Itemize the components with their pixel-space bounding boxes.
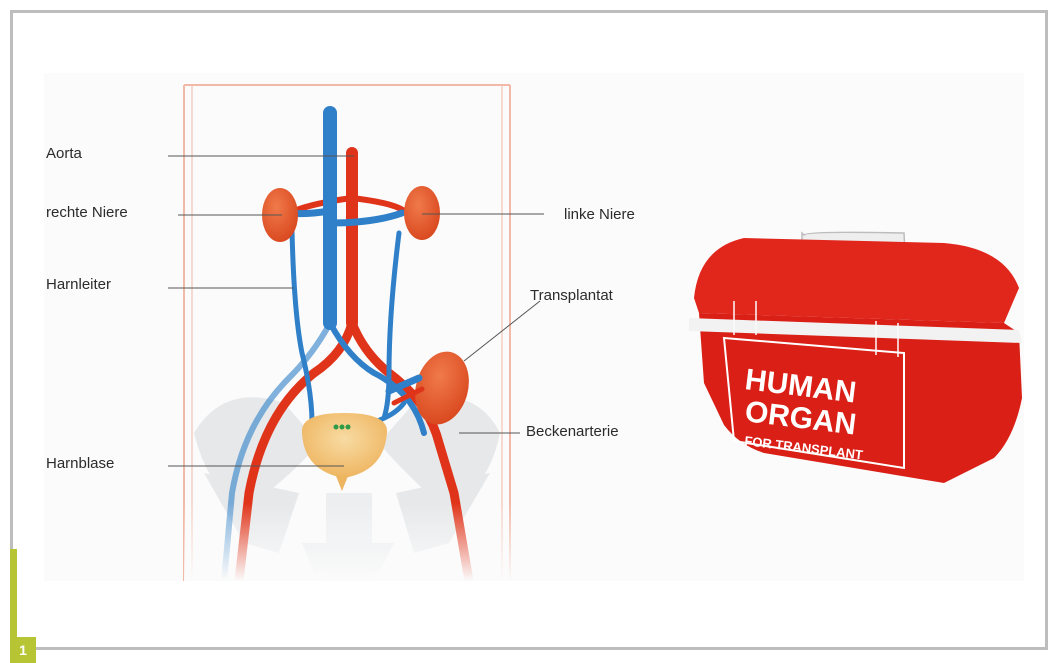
suture-marks xyxy=(334,425,351,430)
label-transplant: Transplantat xyxy=(530,287,613,304)
label-ureter: Harnleiter xyxy=(46,276,111,293)
label-bladder: Harnblase xyxy=(46,455,114,472)
left-kidney-shape xyxy=(404,186,440,240)
illustration-svg: HUMAN ORGAN FOR TRANSPLANT xyxy=(44,73,1024,581)
label-aorta: Aorta xyxy=(46,145,82,162)
label-right-kidney: rechte Niere xyxy=(46,204,128,221)
label-pelvic-artery: Beckenarterie xyxy=(526,423,619,440)
anatomy-illustration: HUMAN ORGAN FOR TRANSPLANT Aorta rechte … xyxy=(44,73,1024,581)
label-left-kidney: linke Niere xyxy=(564,206,635,223)
figure-number-badge: 1 xyxy=(10,637,36,663)
bladder xyxy=(302,413,387,491)
organ-box: HUMAN ORGAN FOR TRANSPLANT xyxy=(689,232,1022,483)
